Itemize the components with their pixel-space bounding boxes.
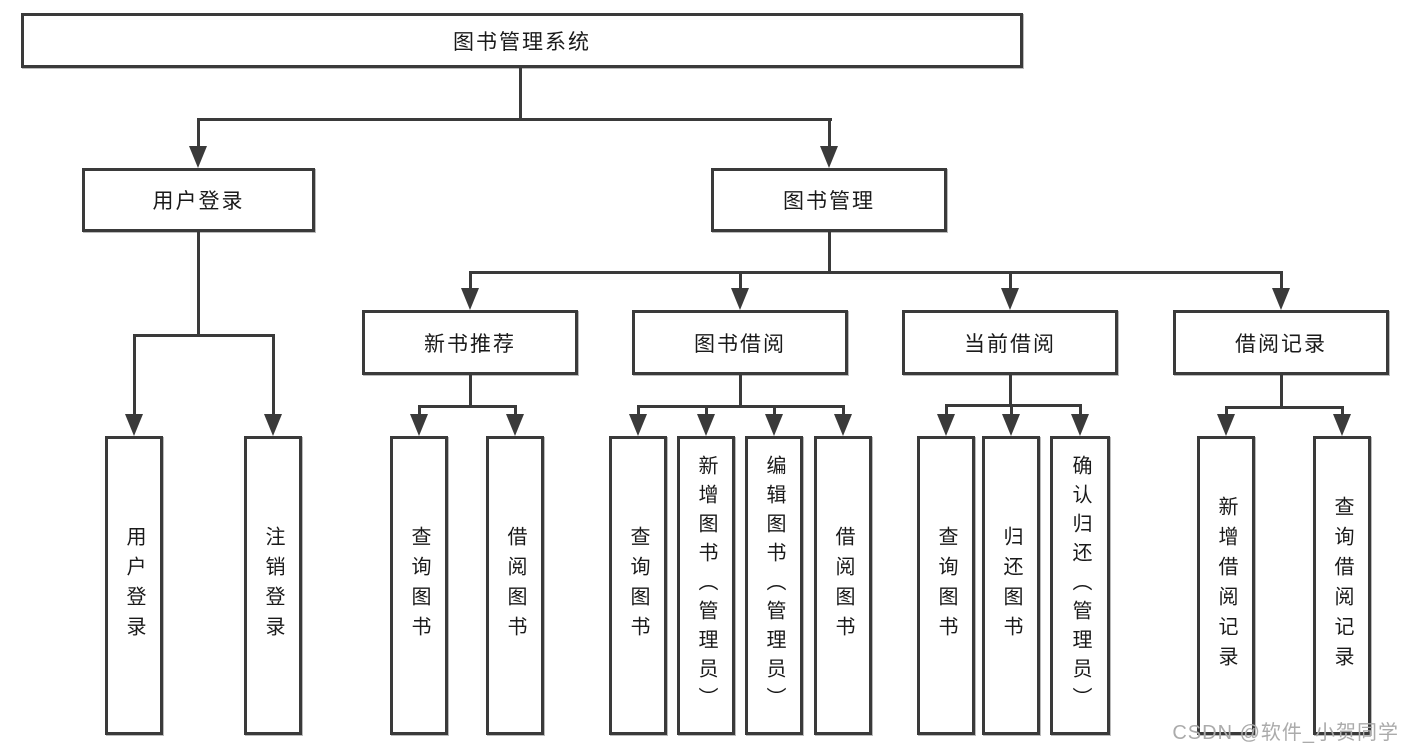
leaf-label: 查询借阅记录 — [1331, 495, 1353, 676]
arrow-down-icon — [834, 414, 852, 436]
node-label: 当前借阅 — [964, 332, 1056, 356]
arrow-down-icon — [189, 146, 207, 168]
connector-records-drop-1 — [1225, 406, 1228, 418]
node-user-login: 用户登录 — [82, 168, 315, 232]
leaf-records-query-borrow-record: 查询借阅记录 — [1313, 436, 1371, 735]
leaf-label: 新增借阅记录 — [1215, 495, 1237, 676]
connector-borrow-drop-4 — [842, 405, 845, 418]
connector-records-bar — [1225, 406, 1343, 409]
connector-bookmgmt-bar — [469, 271, 1283, 274]
connector-root-bar — [197, 118, 832, 121]
leaf-label: 编辑图书（管理员） — [763, 455, 785, 716]
leaf-label: 借阅图书 — [832, 525, 854, 646]
connector-current-drop-2 — [1010, 404, 1013, 418]
leaf-label: 借阅图书 — [504, 525, 526, 646]
leaf-recommend-query-books: 查询图书 — [390, 436, 448, 735]
leaf-borrowing-borrow-books: 借阅图书 — [814, 436, 872, 735]
connector-bookmgmt-stub — [828, 230, 831, 273]
leaf-label: 查询图书 — [408, 525, 430, 646]
arrow-down-icon — [1002, 414, 1020, 436]
connector-newbook-drop-1 — [418, 405, 421, 418]
arrow-down-icon — [731, 288, 749, 310]
connector-records-stub — [1280, 373, 1283, 409]
arrow-down-icon — [264, 414, 282, 436]
leaf-label: 查询图书 — [935, 525, 957, 646]
connector-userlogin-stub — [197, 230, 200, 337]
arrow-down-icon — [1217, 414, 1235, 436]
connector-root-stub — [519, 66, 522, 121]
leaf-borrowing-add-books-admin: 新增图书（管理员） — [677, 436, 735, 735]
connector-current-drop-3 — [1079, 404, 1082, 418]
connector-borrow-drop-2 — [705, 405, 708, 418]
arrow-down-icon — [1071, 414, 1089, 436]
leaf-label: 新增图书（管理员） — [695, 455, 717, 716]
connector-userlogin-drop-left — [133, 334, 136, 418]
node-label: 图书管理 — [783, 190, 875, 213]
connector-borrow-drop-1 — [637, 405, 640, 418]
node-label: 借阅记录 — [1235, 332, 1327, 356]
connector-borrow-drop-3 — [773, 405, 776, 418]
arrow-down-icon — [1001, 288, 1019, 310]
leaf-label: 查询图书 — [627, 525, 649, 646]
arrow-down-icon — [461, 288, 479, 310]
leaf-recommend-borrow-books: 借阅图书 — [486, 436, 544, 735]
arrow-down-icon — [506, 414, 524, 436]
connector-root-drop-left — [197, 118, 200, 152]
connector-bookmgmt-drop-4 — [1280, 271, 1283, 292]
leaf-user-login: 用户登录 — [105, 436, 163, 735]
leaf-label: 确认归还（管理员） — [1069, 455, 1091, 716]
arrow-down-icon — [1333, 414, 1351, 436]
arrow-down-icon — [629, 414, 647, 436]
connector-newbook-stub — [469, 373, 472, 408]
connector-bookmgmt-drop-1 — [469, 271, 472, 292]
connector-root-drop-right — [828, 118, 831, 152]
arrow-down-icon — [937, 414, 955, 436]
leaf-records-add-borrow-record: 新增借阅记录 — [1197, 436, 1255, 735]
arrow-down-icon — [410, 414, 428, 436]
connector-newbook-bar — [418, 405, 516, 408]
node-library-management-system: 图书管理系统 — [21, 13, 1023, 68]
connector-current-drop-1 — [945, 404, 948, 418]
leaf-logout: 注销登录 — [244, 436, 302, 735]
node-borrowing-records: 借阅记录 — [1173, 310, 1389, 375]
leaf-label: 归还图书 — [1000, 525, 1022, 646]
leaf-label: 注销登录 — [262, 525, 284, 646]
arrow-down-icon — [697, 414, 715, 436]
connector-current-bar — [945, 404, 1081, 407]
node-label: 图书管理系统 — [453, 30, 591, 54]
node-book-borrowing: 图书借阅 — [632, 310, 848, 375]
node-current-borrowing: 当前借阅 — [902, 310, 1118, 375]
arrow-down-icon — [765, 414, 783, 436]
node-label: 图书借阅 — [694, 332, 786, 356]
arrow-down-icon — [820, 146, 838, 168]
connector-bookmgmt-drop-2 — [739, 271, 742, 292]
connector-borrow-stub — [739, 373, 742, 408]
leaf-borrowing-query-books: 查询图书 — [609, 436, 667, 735]
node-book-management: 图书管理 — [711, 168, 947, 232]
arrow-down-icon — [125, 414, 143, 436]
leaf-current-query-books: 查询图书 — [917, 436, 975, 735]
connector-borrow-bar — [637, 405, 845, 408]
node-new-book-recommendation: 新书推荐 — [362, 310, 578, 375]
arrow-down-icon — [1272, 288, 1290, 310]
connector-current-stub — [1009, 373, 1012, 407]
leaf-current-return-books: 归还图书 — [982, 436, 1040, 735]
node-label: 用户登录 — [152, 190, 245, 213]
connector-newbook-drop-2 — [514, 405, 517, 418]
connector-bookmgmt-drop-3 — [1009, 271, 1012, 292]
node-label: 新书推荐 — [424, 332, 516, 356]
connector-userlogin-drop-right — [272, 334, 275, 418]
csdn-watermark: CSDN @软件_小贺同学 — [1172, 722, 1399, 744]
leaf-current-confirm-return-admin: 确认归还（管理员） — [1050, 436, 1110, 735]
connector-records-drop-2 — [1341, 406, 1344, 418]
connector-userlogin-bar — [133, 334, 275, 337]
leaf-borrowing-edit-books-admin: 编辑图书（管理员） — [745, 436, 803, 735]
leaf-label: 用户登录 — [123, 525, 145, 646]
